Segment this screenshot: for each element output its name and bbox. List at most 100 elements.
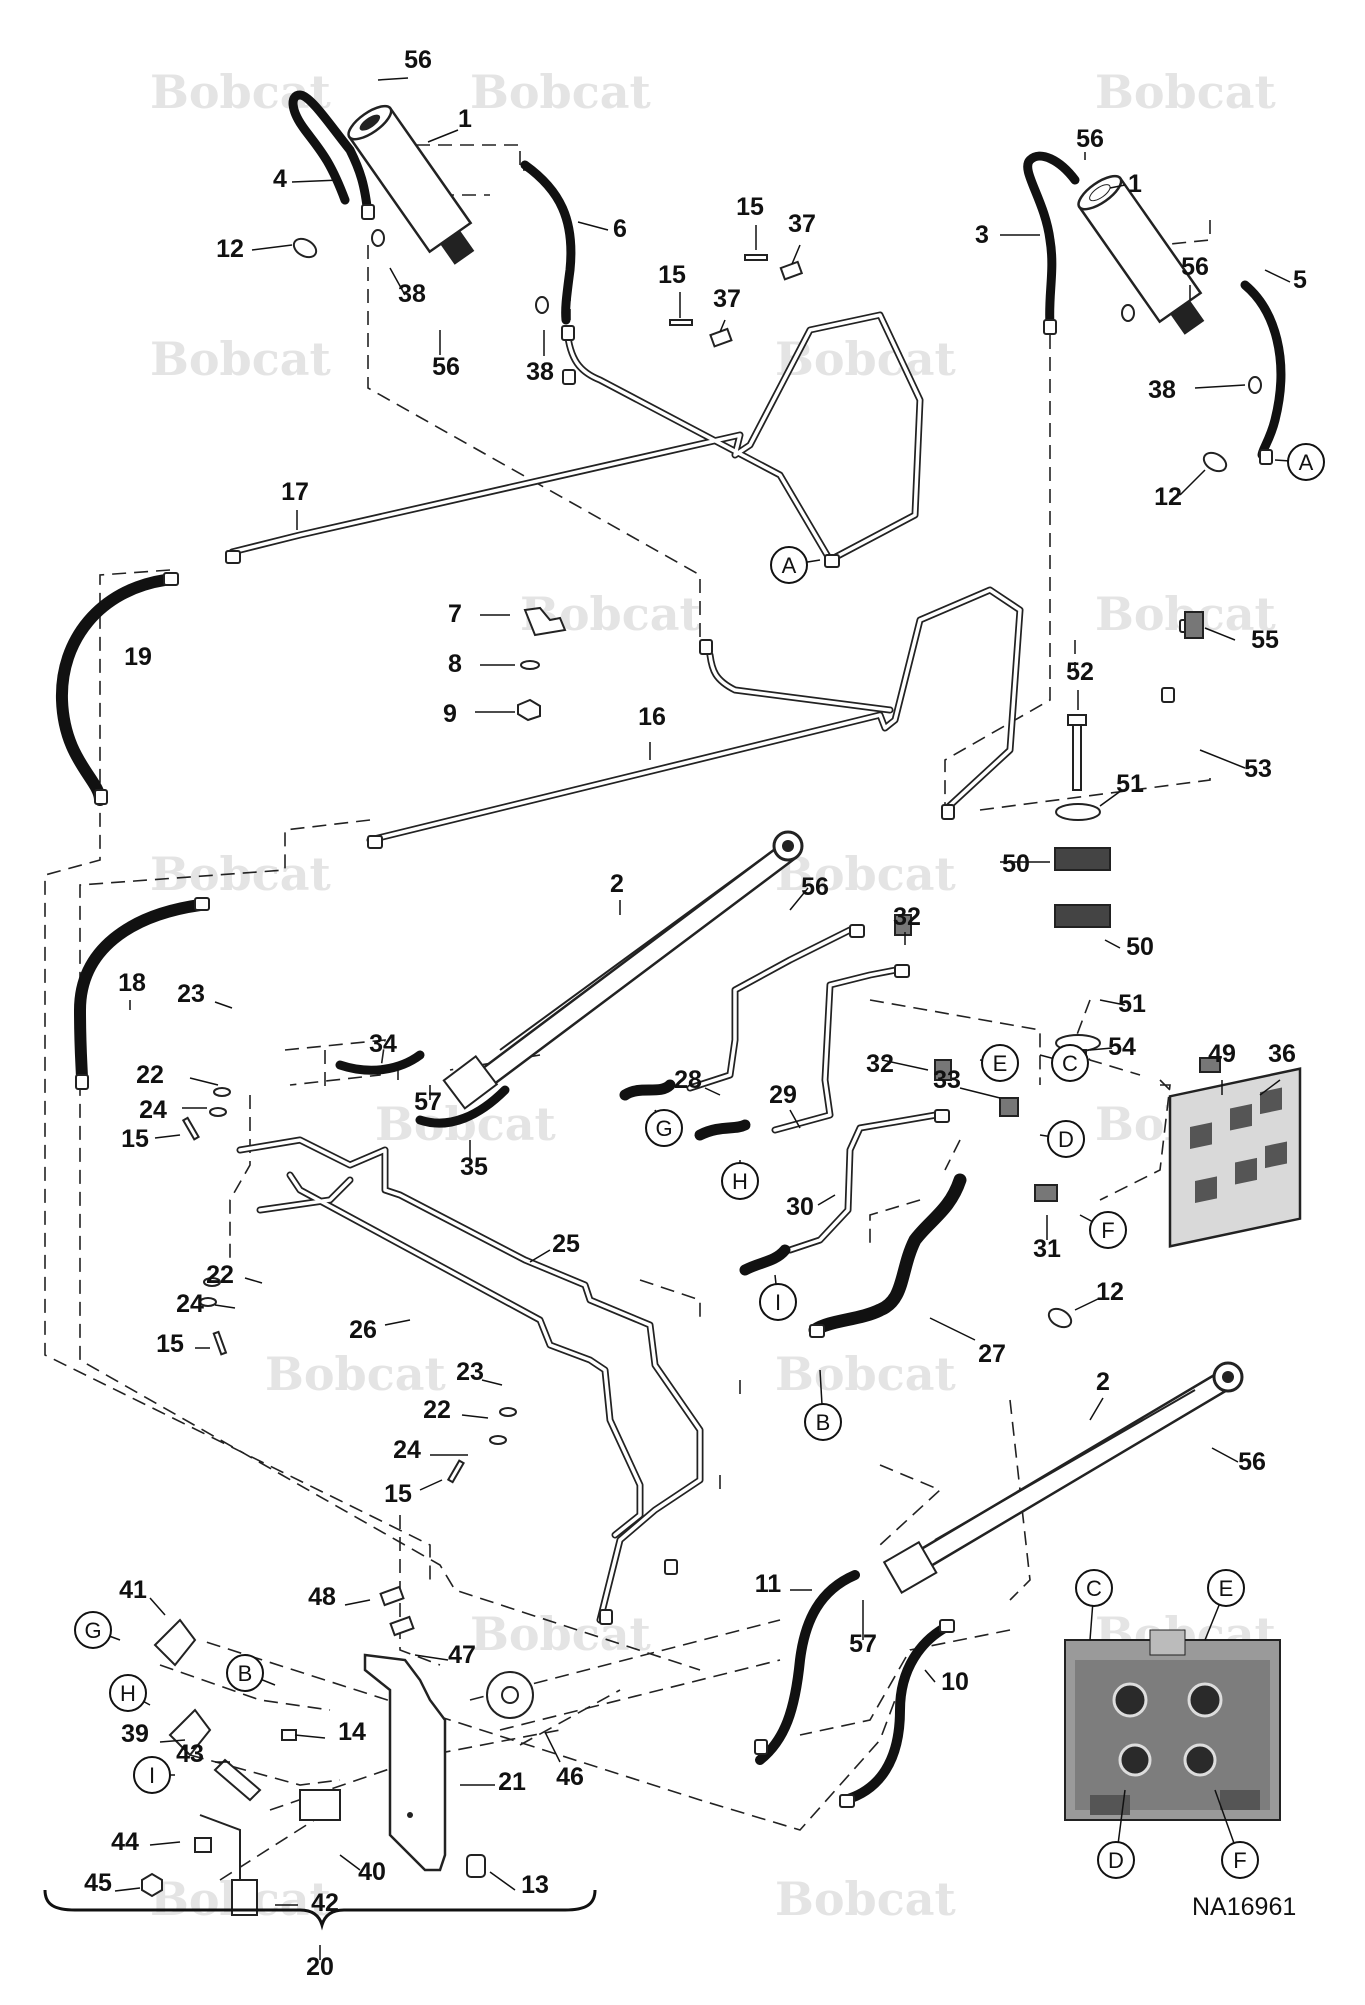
label-leader bbox=[1179, 469, 1206, 496]
watermark-text: Bobcat bbox=[470, 1607, 652, 1661]
rubber-hoses bbox=[55, 90, 1286, 1805]
part-label-38: 38 bbox=[526, 358, 554, 386]
watermark-text: Bobcat bbox=[1095, 65, 1277, 119]
part-label-3: 3 bbox=[975, 221, 989, 249]
watermark-text: Bobcat bbox=[150, 847, 332, 901]
label-leader bbox=[544, 1731, 561, 1763]
part-label-57: 57 bbox=[414, 1088, 442, 1116]
label-leader bbox=[1199, 749, 1246, 769]
part-label-1: 1 bbox=[458, 105, 472, 133]
callout-circle-d bbox=[1097, 1841, 1135, 1879]
tube-inner-2 bbox=[368, 588, 1022, 842]
hose-18 bbox=[73, 899, 206, 1086]
hose-3 bbox=[1023, 151, 1080, 330]
callout-circle-a bbox=[770, 546, 808, 584]
part-label-51: 51 bbox=[1116, 770, 1144, 798]
callout-letter-d: D bbox=[1058, 1127, 1074, 1152]
label-leader bbox=[291, 179, 341, 183]
cylinders bbox=[347, 104, 1244, 1594]
part-label-17: 17 bbox=[281, 478, 309, 506]
part-label-49: 49 bbox=[1208, 1040, 1236, 1068]
label-leader bbox=[1074, 1297, 1101, 1311]
part-label-12: 12 bbox=[1096, 1278, 1124, 1306]
part-label-24: 24 bbox=[176, 1290, 204, 1318]
label-leader bbox=[817, 1194, 836, 1206]
part-label-51: 51 bbox=[1118, 990, 1146, 1018]
callout-letter-g: G bbox=[84, 1618, 101, 1643]
hose-34 bbox=[335, 1050, 425, 1075]
tube-inner-3 bbox=[708, 653, 892, 712]
part-label-38: 38 bbox=[1148, 376, 1176, 404]
label-leader bbox=[1264, 269, 1291, 283]
watermark-text: Bobcat bbox=[775, 1872, 957, 1926]
part-label-15: 15 bbox=[156, 1330, 184, 1358]
hose-11 bbox=[755, 1570, 860, 1765]
group-brace bbox=[43, 1889, 597, 1931]
part-label-29: 29 bbox=[769, 1081, 797, 1109]
label-leader bbox=[377, 77, 409, 81]
hose-28-end bbox=[619, 1079, 676, 1101]
part-label-20: 20 bbox=[306, 1953, 334, 1981]
part-label-43: 43 bbox=[176, 1740, 204, 1768]
part-label-26: 26 bbox=[349, 1316, 377, 1344]
label-leader bbox=[481, 1379, 503, 1386]
label-leader bbox=[1089, 1397, 1104, 1421]
callout-circle-d bbox=[1047, 1120, 1085, 1158]
part-label-2: 2 bbox=[1096, 1368, 1110, 1396]
callout-circle-b bbox=[804, 1403, 842, 1441]
label-leader bbox=[427, 129, 459, 143]
callout-circle-b bbox=[226, 1654, 264, 1692]
label-leader bbox=[214, 1001, 233, 1009]
part-label-5: 5 bbox=[1293, 266, 1307, 294]
part-label-56: 56 bbox=[404, 46, 432, 74]
part-label-15: 15 bbox=[736, 193, 764, 221]
hose-4 bbox=[288, 90, 373, 220]
label-leader bbox=[251, 244, 293, 251]
label-leader bbox=[924, 1669, 936, 1683]
part-label-22: 22 bbox=[136, 1061, 164, 1089]
tube-inner-9 bbox=[258, 1178, 352, 1212]
label-leader bbox=[1259, 1079, 1281, 1096]
part-label-48: 48 bbox=[308, 1583, 336, 1611]
part-label-37: 37 bbox=[713, 285, 741, 313]
watermark-text: Bobcat bbox=[265, 1347, 447, 1401]
part-label-39: 39 bbox=[121, 1720, 149, 1748]
part-label-4: 4 bbox=[273, 165, 287, 193]
part-label-46: 46 bbox=[556, 1763, 584, 1791]
label-leader bbox=[159, 1739, 186, 1743]
watermark-text: Bobcat bbox=[470, 65, 652, 119]
callout-letter-h: H bbox=[120, 1681, 136, 1706]
label-leader bbox=[1104, 939, 1121, 949]
callout-letter-c: C bbox=[1062, 1051, 1078, 1076]
part-label-21: 21 bbox=[498, 1768, 526, 1796]
tube-inner-0 bbox=[230, 313, 922, 562]
part-label-35: 35 bbox=[460, 1153, 488, 1181]
part-label-38: 38 bbox=[398, 280, 426, 308]
hose-27 bbox=[808, 1173, 967, 1337]
label-leader bbox=[577, 221, 609, 231]
part-label-56: 56 bbox=[1076, 125, 1104, 153]
callout-circle-e bbox=[1207, 1569, 1245, 1607]
callout-letter-e: E bbox=[1219, 1576, 1234, 1601]
label-leader bbox=[1211, 1447, 1239, 1463]
part-label-18: 18 bbox=[118, 969, 146, 997]
label-leader bbox=[1109, 184, 1126, 189]
part-label-47: 47 bbox=[448, 1641, 476, 1669]
tube-inner-7 bbox=[238, 1138, 702, 1622]
hose-10 bbox=[840, 1620, 955, 1805]
part-label-28: 28 bbox=[674, 1066, 702, 1094]
callout-letter-a: A bbox=[1299, 450, 1314, 475]
callout-letter-a: A bbox=[782, 553, 797, 578]
part-label-41: 41 bbox=[119, 1576, 147, 1604]
part-label-32: 32 bbox=[893, 903, 921, 931]
part-label-12: 12 bbox=[1154, 483, 1182, 511]
label-leader bbox=[461, 1414, 489, 1419]
label-leader bbox=[339, 1854, 361, 1871]
tube-inner-5 bbox=[773, 968, 898, 1132]
part-label-54: 54 bbox=[1108, 1033, 1136, 1061]
label-leader bbox=[389, 267, 406, 296]
label-leader bbox=[1204, 627, 1236, 641]
label-leader bbox=[189, 1077, 219, 1086]
